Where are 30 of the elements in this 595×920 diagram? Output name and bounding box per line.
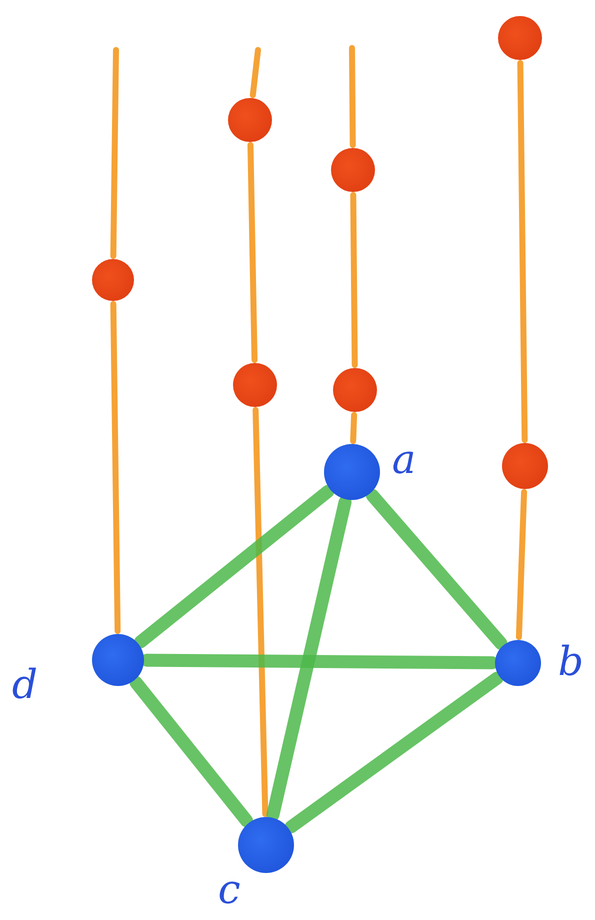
bead-dot	[92, 259, 134, 301]
vertex-dot	[238, 817, 294, 873]
bead-dot	[498, 16, 542, 60]
vertex-label: c	[218, 870, 240, 910]
string-line	[247, 142, 258, 363]
bead-dot	[331, 148, 375, 192]
vertex-label: a	[392, 440, 416, 480]
bead-dot	[333, 368, 377, 412]
string-line	[110, 301, 121, 634]
vertex-label: b	[558, 642, 584, 682]
vertex-dot	[324, 444, 380, 500]
bead-dot	[228, 98, 272, 142]
vertex-dot	[92, 634, 144, 686]
string-line	[350, 192, 358, 368]
graph-edge	[366, 488, 508, 650]
vertex-dot	[495, 640, 541, 686]
string-line	[516, 488, 528, 640]
graph-edge	[284, 672, 504, 834]
string-line	[110, 47, 119, 259]
bead-dot	[502, 443, 548, 489]
bead-dot	[233, 363, 277, 407]
vertex-label: d	[12, 665, 38, 705]
string-line	[350, 412, 358, 444]
string-line	[517, 60, 528, 443]
graph-edge	[134, 484, 334, 648]
graph-edge	[130, 676, 254, 828]
string-line	[250, 47, 261, 98]
string-line	[252, 407, 268, 817]
graph-edge	[266, 496, 352, 822]
string-line	[349, 45, 356, 148]
